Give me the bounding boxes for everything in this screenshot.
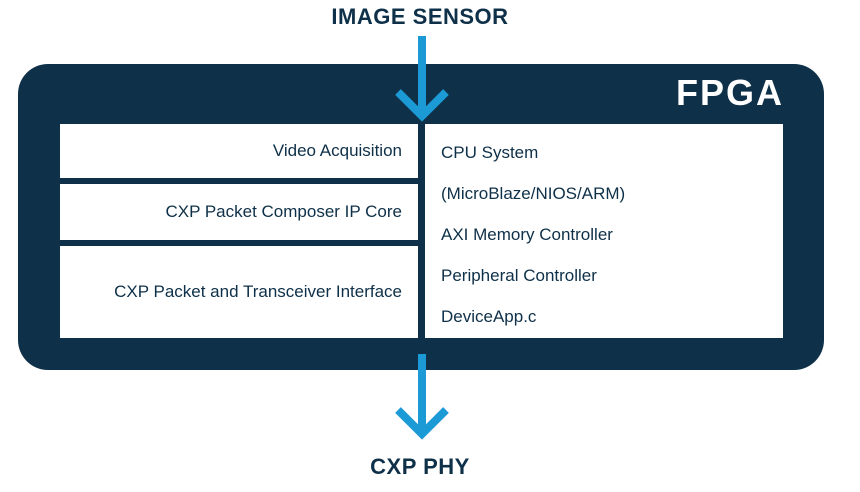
arrow-down-icon (395, 36, 449, 122)
cpu-system-label: CPU System (441, 143, 539, 162)
device-app-label: DeviceApp.c (441, 307, 537, 326)
cxp-packet-composer-block: CXP Packet Composer IP Core (60, 184, 418, 240)
peripheral-controller-label: Peripheral Controller (441, 266, 597, 285)
cxp-phy-label: CXP PHY (370, 454, 470, 479)
cxp-transceiver-interface-block: CXP Packet and Transceiver Interface (60, 246, 418, 338)
fpga-title: FPGA (675, 72, 784, 113)
cpu-type-label: (MicroBlaze/NIOS/ARM) (441, 184, 626, 203)
axi-memory-controller-label: AXI Memory Controller (441, 225, 613, 244)
image-sensor-label: IMAGE SENSOR (331, 4, 509, 29)
arrow-down-icon (395, 354, 449, 440)
video-acquisition-block: Video Acquisition (60, 124, 418, 178)
cpu-system-block: CPU System (MicroBlaze/NIOS/ARM) AXI Mem… (425, 124, 783, 338)
